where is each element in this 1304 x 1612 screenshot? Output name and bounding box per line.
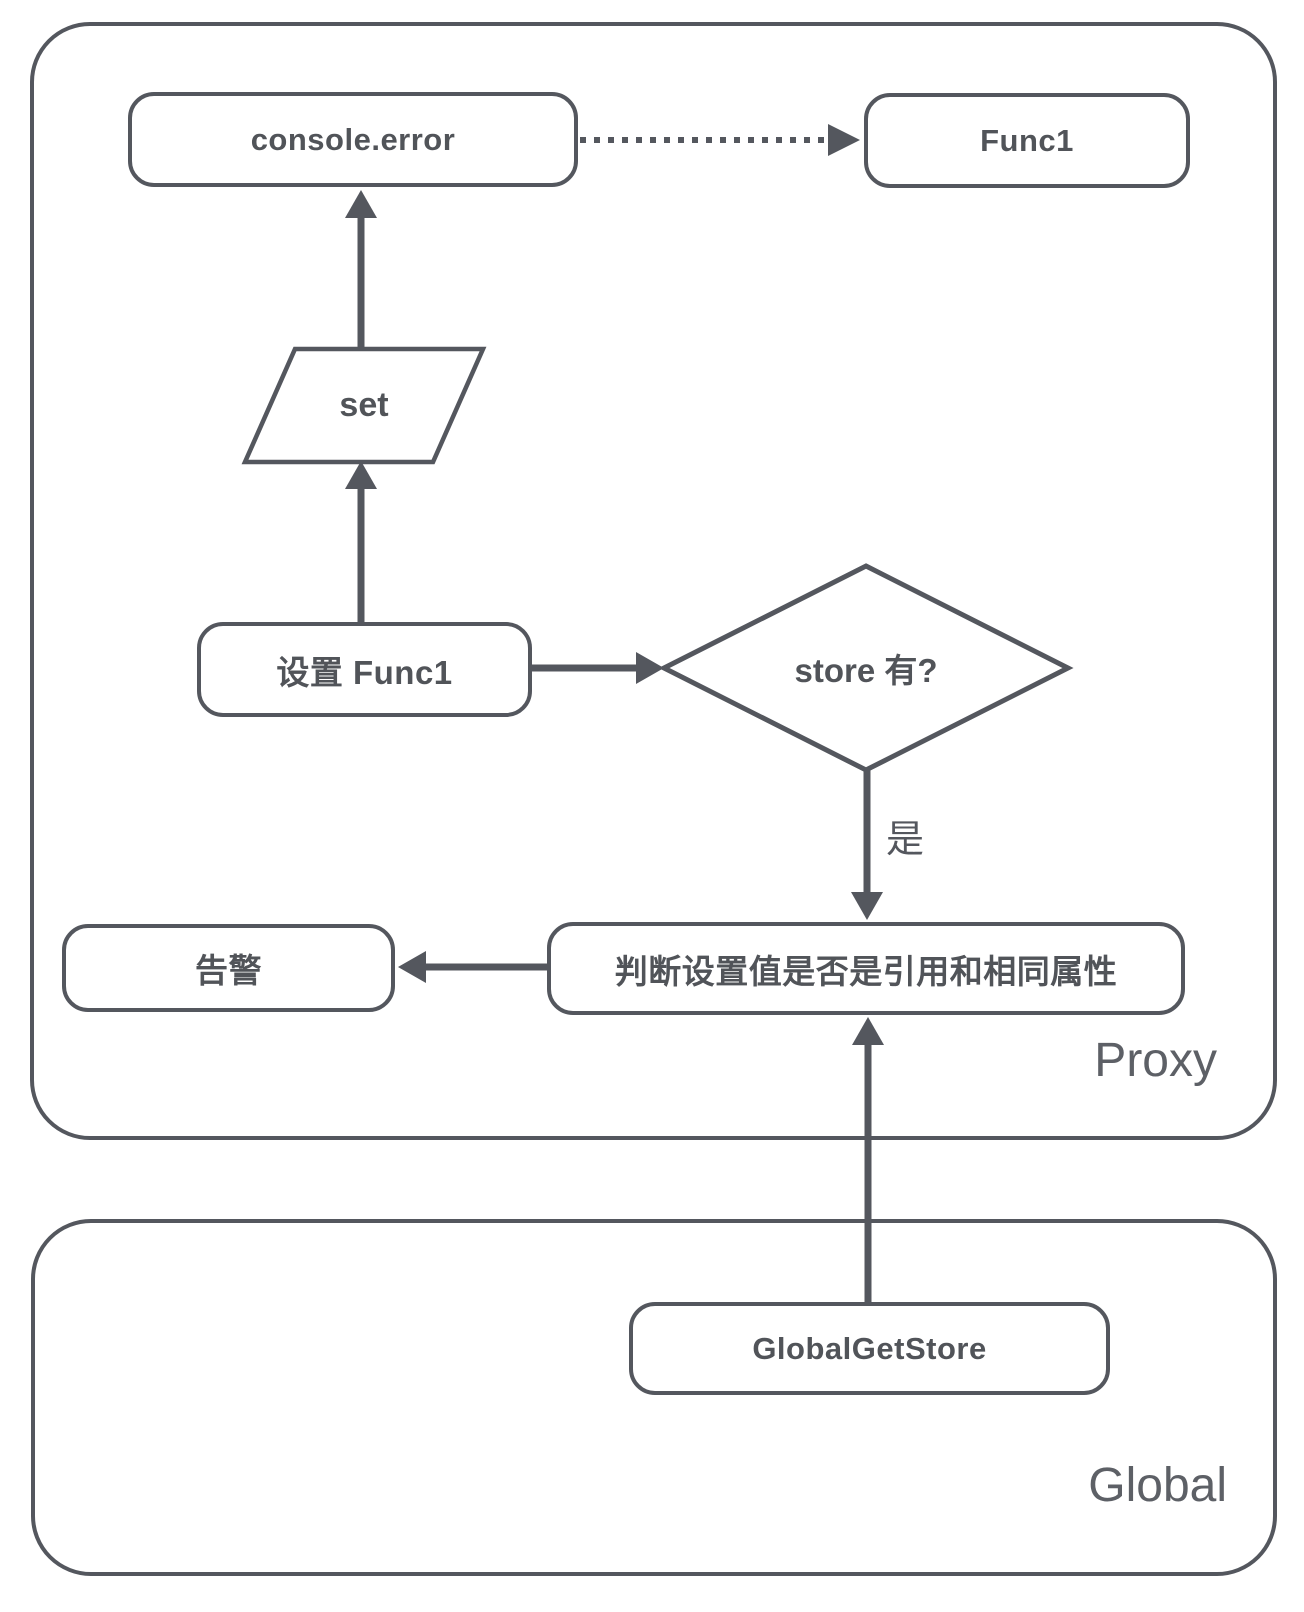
global-container — [31, 1219, 1277, 1576]
node-func1: Func1 — [864, 93, 1190, 188]
node-console-error: console.error — [128, 92, 578, 187]
node-set-func1: 设置 Func1 — [197, 622, 532, 717]
edge-store-check-to-judge — [851, 770, 883, 920]
edge-set-func1-to-set — [345, 461, 377, 622]
global-container-label: Global — [1088, 1459, 1227, 1512]
edge-yes-label: 是 — [886, 819, 925, 861]
edge-set-to-console-error — [345, 190, 377, 347]
edge-set-func1-to-store-check — [532, 652, 664, 684]
node-global-get-store: GlobalGetStore — [629, 1302, 1110, 1395]
proxy-container — [30, 22, 1277, 1140]
store-check-diamond — [658, 563, 1074, 773]
node-alert: 告警 — [62, 924, 395, 1012]
node-judge-value: 判断设置值是否是引用和相同属性 — [547, 922, 1185, 1015]
proxy-container-label: Proxy — [1094, 1034, 1217, 1087]
edge-global-get-store-to-judge — [852, 1017, 884, 1302]
set-parallelogram — [241, 346, 487, 465]
edge-console-error-to-func1 — [580, 124, 860, 156]
edge-judge-to-alert — [398, 951, 547, 983]
